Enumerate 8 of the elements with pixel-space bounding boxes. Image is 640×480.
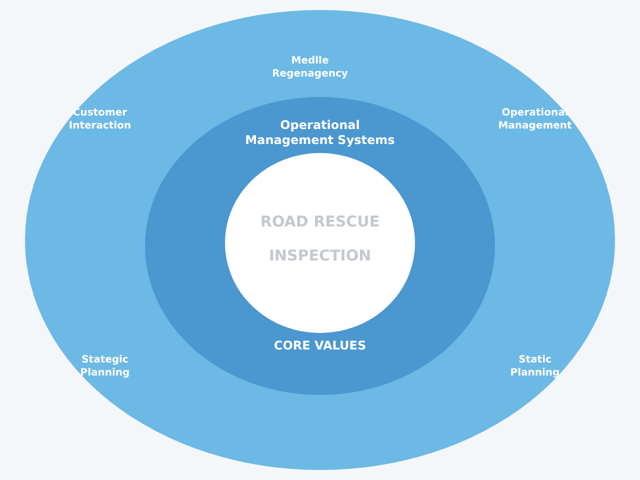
ring-label: ROAD RESCUE — [259, 212, 381, 232]
ring-label: CORE VALUES — [272, 338, 368, 354]
ring-label: Stategic Planning — [79, 354, 131, 380]
ring-label: Medlle Regenagency — [271, 56, 349, 80]
ring-label: Static Planning — [509, 354, 561, 380]
ring-label: Customer Interaction — [68, 108, 132, 132]
ring-label: INSPECTION — [268, 246, 372, 266]
ring-label: Operational Management Systems — [245, 118, 395, 148]
